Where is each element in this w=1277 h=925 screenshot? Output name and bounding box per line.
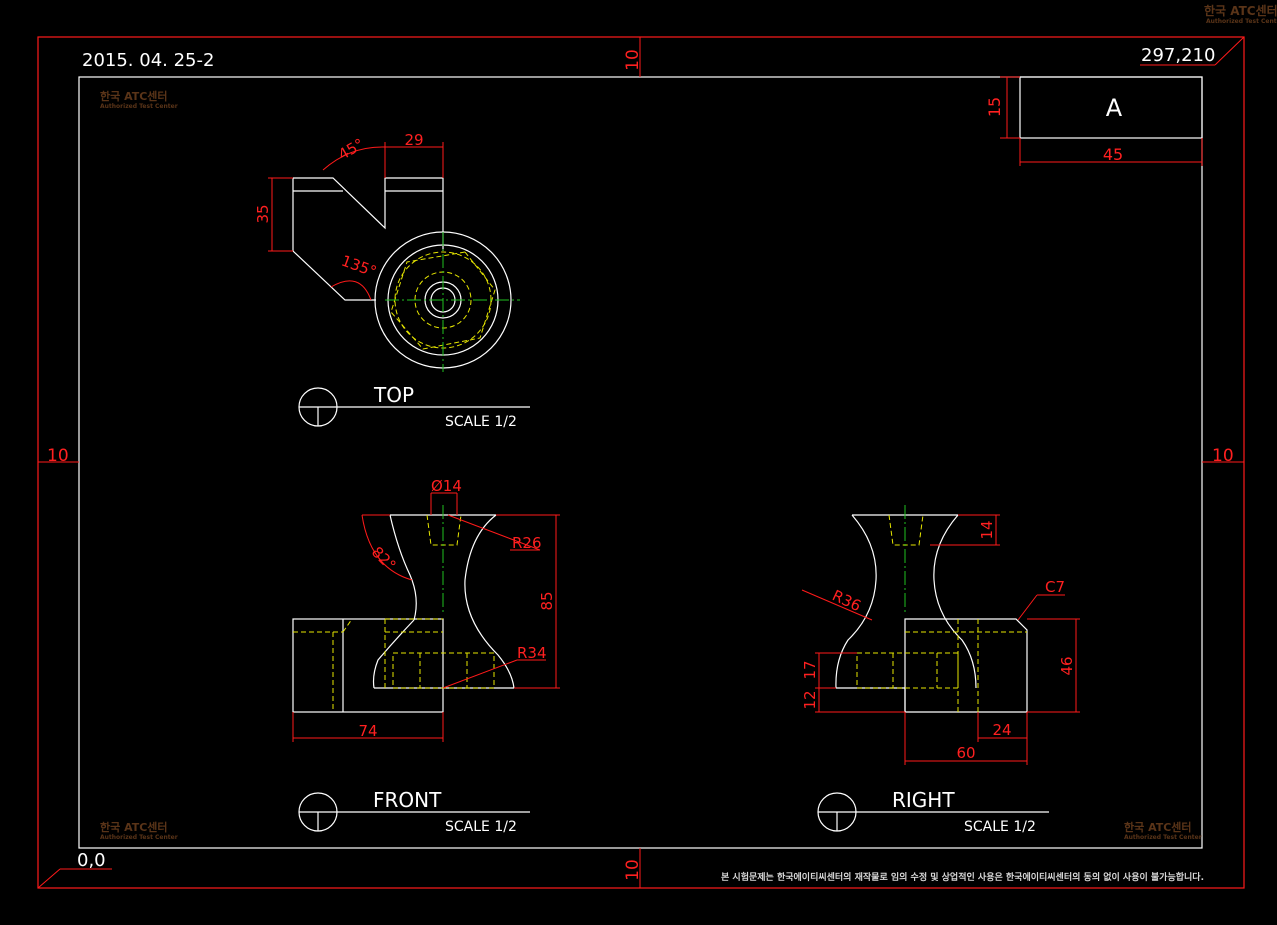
- right-view-label: RIGHT SCALE 1/2: [817, 788, 1049, 835]
- front-view-label: FRONT SCALE 1/2: [298, 788, 530, 835]
- right-view-title: RIGHT: [892, 788, 955, 812]
- title-letter: A: [1106, 94, 1123, 122]
- margin-top-label: 10: [623, 49, 643, 71]
- svg-text:한국 ATC센터: 한국 ATC센터: [100, 89, 168, 103]
- dim-right-14: 14: [978, 520, 996, 539]
- front-view-scale: SCALE 1/2: [445, 819, 517, 835]
- margin-dimensions: 10 10 10 10: [38, 37, 1244, 888]
- top-view-title: TOP: [373, 383, 414, 407]
- svg-text:Authorized Test Center: Authorized Test Center: [1124, 834, 1202, 841]
- right-view-scale: SCALE 1/2: [964, 819, 1036, 835]
- right-view: 14 C7 R36 46 17 12 24 60: [801, 505, 1080, 765]
- copyright-notice: 본 시험문제는 한국에이티씨센터의 재작물로 임의 수정 및 상업적인 사용은 …: [721, 871, 1204, 883]
- top-view: 45° 29 35 135°: [254, 131, 520, 372]
- title-height-dim: 15: [985, 97, 1004, 117]
- dim-right-60: 60: [956, 744, 975, 762]
- dim-right-12: 12: [801, 690, 819, 709]
- date-code: 2015. 04. 25-2: [82, 50, 214, 71]
- sheet-size: 297,210: [1141, 45, 1215, 66]
- dim-front-85: 85: [538, 591, 556, 610]
- margin-bottom-label: 10: [623, 859, 643, 881]
- dim-front-82: 82°: [368, 543, 400, 575]
- brand-sub: Authorized Test Center: [1206, 18, 1277, 25]
- drawing-inner-border: [78, 76, 1203, 849]
- dim-top-35: 35: [254, 204, 272, 223]
- dim-front-dia14: Ø14: [431, 477, 462, 495]
- top-view-label: TOP SCALE 1/2: [298, 383, 530, 430]
- svg-text:Authorized Test Center: Authorized Test Center: [100, 834, 178, 841]
- dim-front-r26: R26: [512, 534, 542, 552]
- brand-name: 한국 ATC센터: [1204, 3, 1277, 18]
- dim-right-c7: C7: [1045, 578, 1065, 596]
- watermark-bottom-right: 한국 ATC센터 Authorized Test Center: [1124, 820, 1202, 841]
- svg-text:한국 ATC센터: 한국 ATC센터: [1124, 820, 1192, 834]
- margin-right-label: 10: [1212, 446, 1234, 466]
- dim-front-r34: R34: [517, 644, 547, 662]
- top-view-scale: SCALE 1/2: [445, 414, 517, 430]
- dim-right-17: 17: [801, 660, 819, 679]
- front-view-title: FRONT: [373, 788, 442, 812]
- title-width-dim: 45: [1103, 145, 1123, 164]
- dim-top-29: 29: [404, 131, 423, 149]
- svg-text:Authorized Test Center: Authorized Test Center: [100, 103, 178, 110]
- dim-top-45: 45°: [335, 135, 367, 164]
- svg-text:한국 ATC센터: 한국 ATC센터: [100, 820, 168, 834]
- watermark-bottom-left: 한국 ATC센터 Authorized Test Center: [100, 820, 178, 841]
- dim-right-r36: R36: [829, 586, 863, 615]
- sheet-outer-border: [37, 36, 1245, 889]
- margin-left-label: 10: [47, 446, 69, 466]
- title-block: A 15 45: [985, 76, 1203, 166]
- origin-leader: 0,0: [37, 850, 112, 889]
- sheet-size-leader: 297,210: [1140, 36, 1245, 66]
- dim-front-74: 74: [358, 722, 377, 740]
- origin-label: 0,0: [77, 850, 106, 871]
- front-view: Ø14 R26 82° 85 R34 74: [292, 477, 560, 742]
- dim-right-46: 46: [1058, 656, 1076, 675]
- brand-logo-top: 한국 ATC센터 Authorized Test Center: [1204, 3, 1277, 25]
- watermark-top-left: 한국 ATC센터 Authorized Test Center: [100, 89, 178, 110]
- dim-right-24: 24: [992, 721, 1011, 739]
- dim-top-135: 135°: [339, 252, 379, 281]
